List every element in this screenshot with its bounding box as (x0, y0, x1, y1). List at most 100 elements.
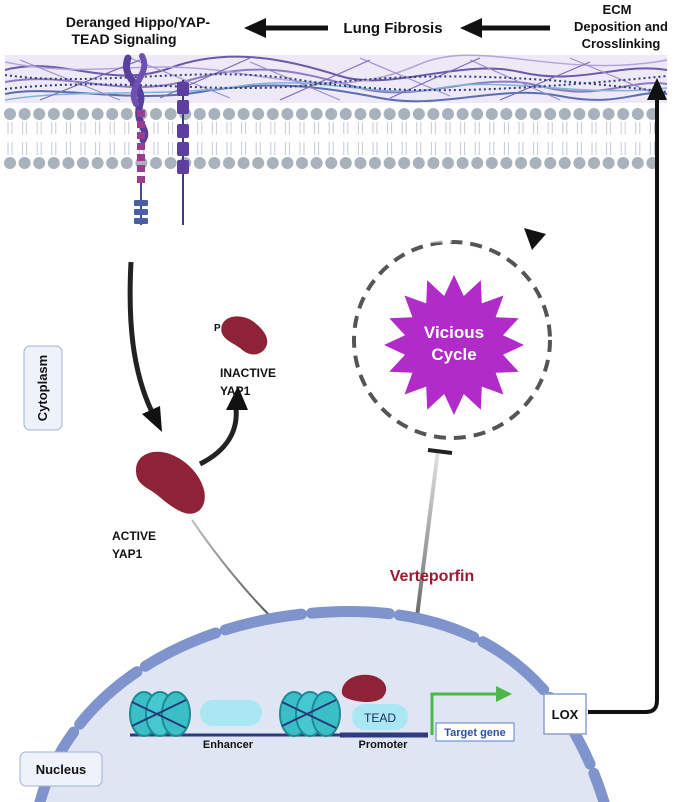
lipid-head (223, 108, 235, 120)
receptor-right (177, 80, 189, 225)
lipid-head (150, 108, 162, 120)
lipid-head (398, 108, 411, 120)
lipid-head (164, 108, 177, 120)
header-left-line2: TEAD Signaling (72, 31, 177, 47)
lipid-head (47, 157, 60, 169)
lipid-head (383, 157, 396, 169)
lipid-head (252, 108, 265, 120)
lipid-head (485, 157, 498, 169)
active-yap1-line1: ACTIVE (112, 529, 156, 543)
lox-to-ecm-arrow (588, 98, 659, 714)
lipid-head (471, 157, 484, 169)
cycle-starburst (384, 275, 524, 415)
lipid-head (266, 157, 279, 169)
lipid-head (310, 108, 323, 120)
lipid-head (223, 157, 235, 169)
lipid-head (193, 157, 206, 169)
lipid-head (369, 157, 381, 169)
active-yap1: ACTIVE YAP1 (112, 451, 205, 561)
lipid-head (339, 108, 352, 120)
lipid-head (252, 157, 265, 169)
lipid-head (442, 108, 454, 120)
active-yap1-line2: YAP1 (112, 547, 143, 561)
lipid-head (281, 108, 294, 120)
lipid-head (62, 108, 75, 120)
inactive-yap1: P INACTIVE YAP1 (214, 316, 276, 398)
lipid-head (354, 108, 367, 120)
enhancer-label: Enhancer (203, 739, 254, 751)
lipid-head (77, 108, 89, 120)
lipid-head (602, 157, 615, 169)
lipid-head (500, 108, 513, 120)
lipid-head (325, 157, 338, 169)
lipid-head (237, 157, 250, 169)
lipid-head (485, 108, 498, 120)
phospho-label: P (214, 323, 221, 334)
lipid-head (193, 108, 206, 120)
cytoplasm-label: Cytoplasm (35, 355, 50, 421)
lipid-head (471, 108, 484, 120)
cycle-arrowhead (524, 228, 546, 250)
lipid-head (4, 108, 16, 120)
lipid-head (237, 108, 250, 120)
signal-arrow (127, 261, 162, 432)
inactive-yap1-protein (221, 316, 268, 355)
lipid-head (500, 157, 513, 169)
cycle-label-line1: Vicious (424, 323, 484, 342)
header: Deranged Hippo/YAP- TEAD Signaling Lung … (66, 2, 668, 51)
lipid-head (617, 157, 630, 169)
tead-label: TEAD (364, 711, 396, 725)
lox-feedback: LOX (543, 78, 667, 735)
inactivation-arrow (198, 386, 248, 467)
lipid-head (588, 108, 600, 120)
promoter-label: Promoter (359, 739, 409, 751)
lipid-head (573, 157, 586, 169)
lipid-head (558, 108, 571, 120)
nuclear-envelope (34, 606, 610, 802)
target-gene-label: Target gene (444, 727, 506, 739)
lipid-head (412, 157, 425, 169)
lipid-head (339, 157, 352, 169)
lipid-head (515, 157, 527, 169)
lipid-head (617, 108, 630, 120)
nucleosome-1 (129, 691, 191, 737)
lipid-head (164, 157, 177, 169)
lipid-head (120, 108, 133, 120)
lipid-head (296, 108, 308, 120)
cycle-dashed-ring (352, 240, 552, 440)
nucleosome-2 (279, 691, 341, 737)
lipid-head (456, 157, 469, 169)
header-middle: Lung Fibrosis (343, 20, 442, 37)
lipid-head (325, 108, 338, 120)
lipid-head (33, 108, 46, 120)
lipid-head (383, 108, 396, 120)
lipid-head (18, 108, 31, 120)
lipid-head (515, 108, 527, 120)
lipid-head (18, 157, 31, 169)
transcription-arrow (430, 686, 512, 735)
lipid-head (573, 108, 586, 120)
lipid-head (602, 108, 615, 120)
inactive-yap1-line2: YAP1 (220, 384, 251, 398)
lipid-head (62, 157, 75, 169)
header-right-line3: Crosslinking (582, 36, 661, 51)
arrow-to-fibrosis (460, 18, 550, 38)
lipid-head (296, 157, 308, 169)
receptor-left (123, 53, 149, 225)
header-right-line2: Deposition and (574, 19, 668, 34)
lipid-head (208, 108, 221, 120)
lox-label: LOX (552, 707, 579, 722)
verteporfin-label: Verteporfin (390, 568, 474, 585)
arrow-to-hippo (244, 18, 328, 38)
lipid-head (120, 157, 133, 169)
lipid-head (588, 157, 600, 169)
inactive-yap1-line1: INACTIVE (220, 366, 276, 380)
dna-region: Enhancer TEAD Promoter Target gene (129, 674, 515, 751)
lipid-head (529, 157, 542, 169)
lipid-head (33, 157, 46, 169)
lipid-head (266, 108, 279, 120)
lipid-head (544, 157, 557, 169)
cytoplasm-label-box: Cytoplasm (23, 345, 63, 431)
header-left-line1: Deranged Hippo/YAP- (66, 14, 211, 30)
